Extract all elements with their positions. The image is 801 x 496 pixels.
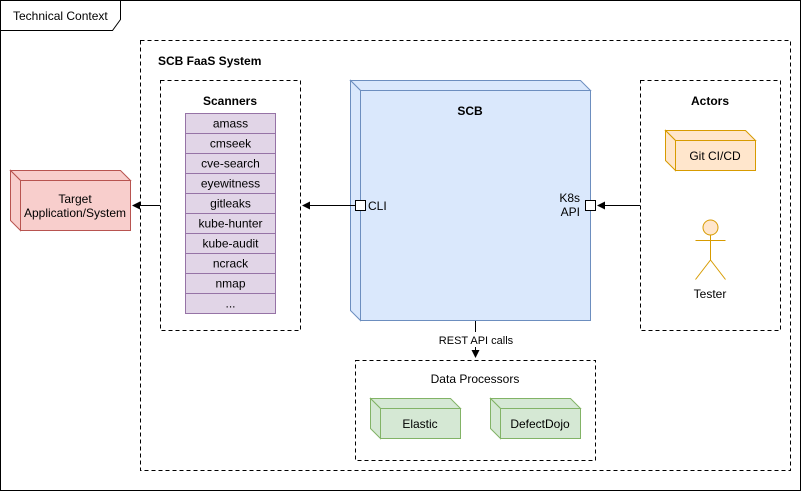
processors-title: Data Processors (431, 372, 520, 386)
scanner-list: amass cmseek cve-search eyewitness gitleaks k… (185, 113, 276, 314)
scanner-item-label: kube-hunter (198, 217, 262, 231)
k8s-api-port (585, 200, 596, 211)
cli-port (355, 200, 366, 211)
target-front-face (20, 180, 131, 231)
scanner-item-box (185, 293, 276, 314)
scb-top-face (349, 80, 592, 91)
scanner-item-label: cve-search (201, 157, 260, 171)
tester-label: Tester (694, 287, 727, 301)
scb-faas-system-boundary: SCB FaaS System (140, 40, 791, 471)
scanner-item: nmap (185, 273, 276, 294)
target-label-line2: Application/System (24, 206, 126, 220)
rest-label-bg (436, 332, 516, 347)
gitci-node: Git CI/CD (664, 129, 757, 172)
elastic-label: Elastic (402, 417, 437, 431)
scanner-item-label: ncrack (213, 257, 249, 271)
target-node: Target Application/System (9, 169, 132, 232)
gitci-front-face (675, 140, 756, 171)
elastic-front-face (380, 408, 461, 439)
scanner-item: kube-audit (185, 233, 276, 254)
scb-front-face (360, 90, 591, 321)
defectdojo-label: DefectDojo (510, 417, 570, 431)
defectdojo-front-face (500, 408, 581, 439)
data-processors-group: Data Processors Elastic DefectDojo (355, 360, 596, 461)
scanner-item-label: kube-audit (202, 237, 259, 251)
scanner-item: cmseek (185, 133, 276, 154)
scanner-item: cve-search (185, 153, 276, 174)
scanner-item-label: gitleaks (210, 197, 251, 211)
frame-title-tab (0, 0, 121, 31)
gitci-label: Git CI/CD (689, 149, 741, 163)
scanner-item-label: eyewitness (201, 177, 260, 191)
scanners-group: Scanners amass cmseek cve-search eyewitness… (160, 80, 301, 331)
scanner-item: gitleaks (185, 193, 276, 214)
cli-label: CLI (368, 199, 387, 213)
scb-title: SCB (457, 104, 483, 118)
scanner-item: kube-hunter (185, 213, 276, 234)
k8s-label-line1: K8s (559, 191, 580, 205)
system-title: SCB FaaS System (158, 54, 261, 68)
target-top-face (9, 170, 132, 181)
scanner-item-label: nmap (215, 277, 245, 291)
scanner-item: eyewitness (185, 173, 276, 194)
scanner-item-label: cmseek (210, 137, 252, 151)
target-side-face (10, 169, 21, 232)
scanner-item: ncrack (185, 253, 276, 274)
scanner-item: amass (185, 113, 276, 134)
gitci-top-face (664, 130, 757, 141)
scanners-title: Scanners (203, 94, 257, 108)
tester-actor-icon (695, 219, 726, 280)
actors-group: Actors Git CI/CD Tester (640, 80, 781, 331)
k8s-label-line2: API (561, 205, 580, 219)
scb-node: SCB CLI K8s API (349, 79, 596, 322)
scanner-item-label: ... (225, 297, 235, 311)
scanner-item: ... (185, 293, 276, 314)
defectdojo-top-face (489, 398, 582, 409)
frame-title: Technical Context (13, 9, 108, 23)
elastic-top-face (369, 398, 462, 409)
actors-title: Actors (691, 94, 729, 108)
rest-api-label: REST API calls (439, 335, 514, 347)
elastic-node: Elastic (369, 397, 462, 440)
target-label-line1: Target (58, 192, 92, 206)
defectdojo-node: DefectDojo (489, 397, 582, 440)
scanner-item-label: amass (213, 117, 248, 131)
